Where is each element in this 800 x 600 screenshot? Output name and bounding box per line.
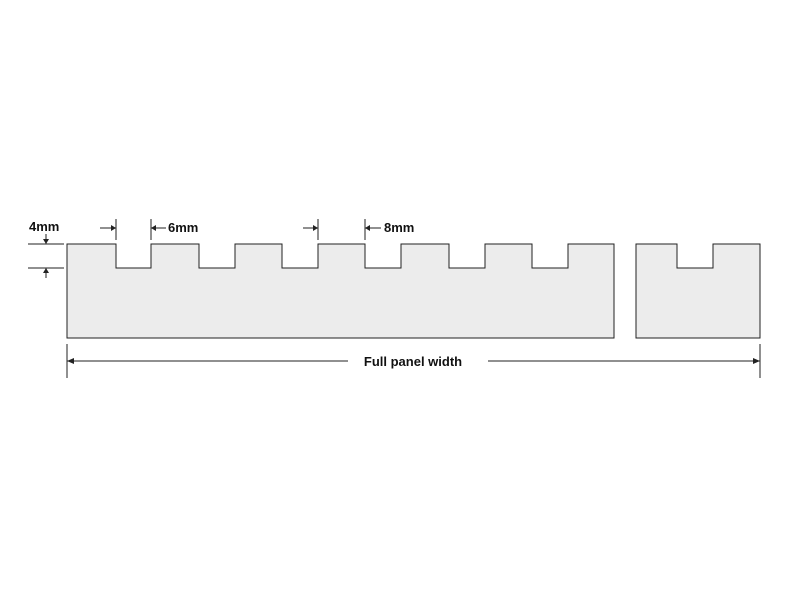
full-width-dimension: Full panel width [66, 344, 761, 378]
main-panel [66, 243, 615, 339]
end-panel [635, 243, 761, 339]
notch-width-dimension: 6mm [100, 219, 198, 240]
notch-width-label: 6mm [168, 220, 198, 235]
tooth-spacing-dimension: 8mm [303, 219, 414, 240]
depth-dimension: 4mm [28, 219, 64, 278]
tooth-spacing-label: 8mm [384, 220, 414, 235]
depth-label: 4mm [29, 219, 59, 234]
full-width-label: Full panel width [364, 354, 462, 369]
